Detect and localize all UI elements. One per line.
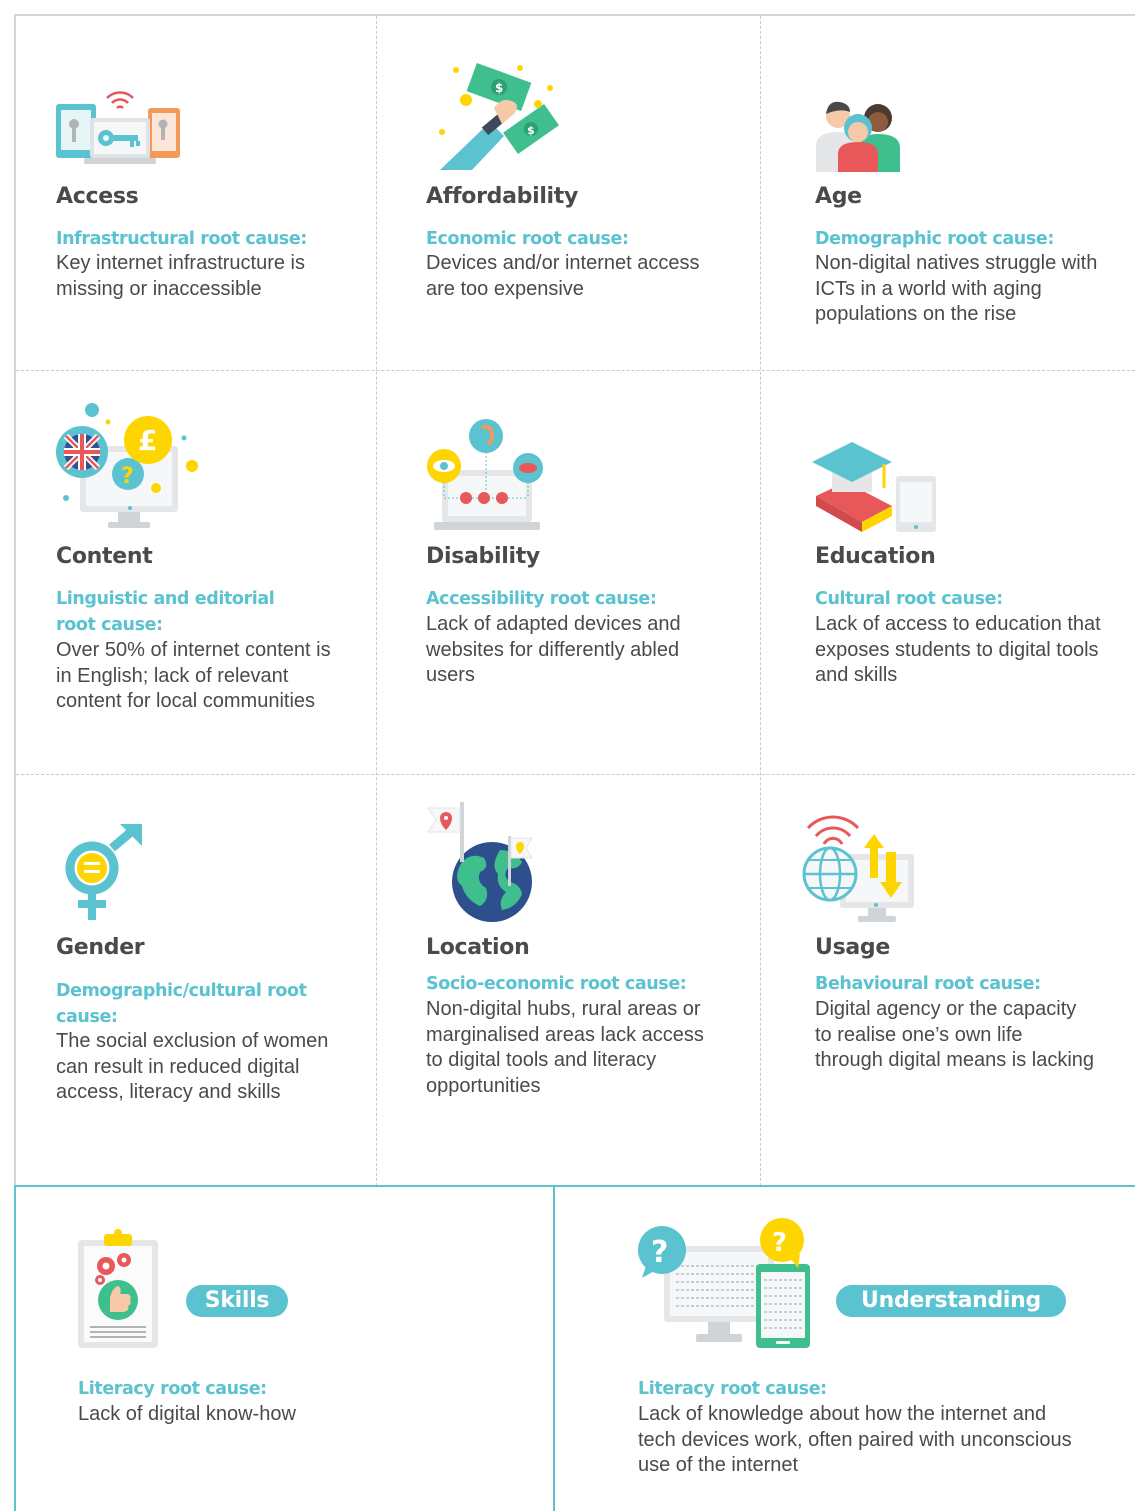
card-description: Key internet infrastructure is missing o… [56,252,305,300]
card-title: Access [56,184,139,209]
grid-frame [14,14,1135,1511]
card-root-cause: Linguistic and editorial root cause: [56,589,275,635]
column-divider [376,16,377,1186]
card-root-cause: Infrastructural root cause: [56,229,307,249]
card-description: Digital agency or the capacity to realis… [815,998,1095,1071]
card-root-cause: Literacy root cause: [638,1379,827,1399]
disability-icon [427,419,543,530]
svg-text:?: ? [121,464,134,489]
card-root-cause: Demographic root cause: [815,229,1054,249]
card-description: The social exclusion of women can result… [56,1030,329,1103]
card-root-cause: Literacy root cause: [78,1379,267,1399]
column-divider [760,16,761,1186]
card-title: Disability [426,544,540,569]
card-description: Over 50% of internet content is in Engli… [56,639,331,712]
card-description: Lack of adapted devices and websites for… [426,613,681,686]
svg-text:$: $ [527,124,535,137]
card-root-cause: Cultural root cause: [815,589,1003,609]
content-icon: ? £ [56,403,198,528]
card-root-cause: Socio-economic root cause: [426,974,687,994]
card-root-cause: Economic root cause: [426,229,629,249]
gender-icon [65,824,142,920]
svg-text:?: ? [772,1228,787,1258]
card-description: Lack of access to education that exposes… [815,613,1101,686]
card-root-cause: Accessibility root cause: [426,589,657,609]
age-icon [816,101,900,172]
card-title: Gender [56,935,145,960]
card-title: Age [815,184,862,209]
row-divider [16,370,1135,371]
card-description: Lack of knowledge about how the internet… [638,1403,1072,1476]
understanding-icon: ? ? [638,1218,810,1348]
access-icon [56,91,180,164]
card-description: Devices and/or internet access are too e… [426,252,700,300]
card-title: Content [56,544,153,569]
bottom-section-border [14,1185,16,1511]
card-title: Usage [815,935,890,960]
card-description: Non-digital natives struggle with ICTs i… [815,252,1098,325]
card-title: Affordability [426,184,579,209]
card-root-cause: Behavioural root cause: [815,974,1041,994]
row-divider [16,774,1135,775]
affordability-icon: $ $ [439,62,559,170]
svg-text:$: $ [495,81,503,95]
skills-icon [78,1229,158,1348]
card-title: Location [426,935,530,960]
card-description: Lack of digital know-how [78,1403,296,1425]
card-title: Education [815,544,936,569]
location-icon [427,802,533,922]
bottom-section-divider [553,1185,555,1511]
skills-label: Skills [186,1285,288,1317]
education-icon [812,442,936,532]
svg-text:£: £ [138,424,157,457]
card-description: Non-digital hubs, rural areas or margina… [426,998,704,1097]
usage-icon [802,815,914,922]
bottom-section-border [14,1185,1135,1187]
card-root-cause: Demographic/cultural root cause: [56,981,307,1027]
understanding-label: Understanding [836,1285,1066,1317]
svg-text:?: ? [651,1235,668,1270]
